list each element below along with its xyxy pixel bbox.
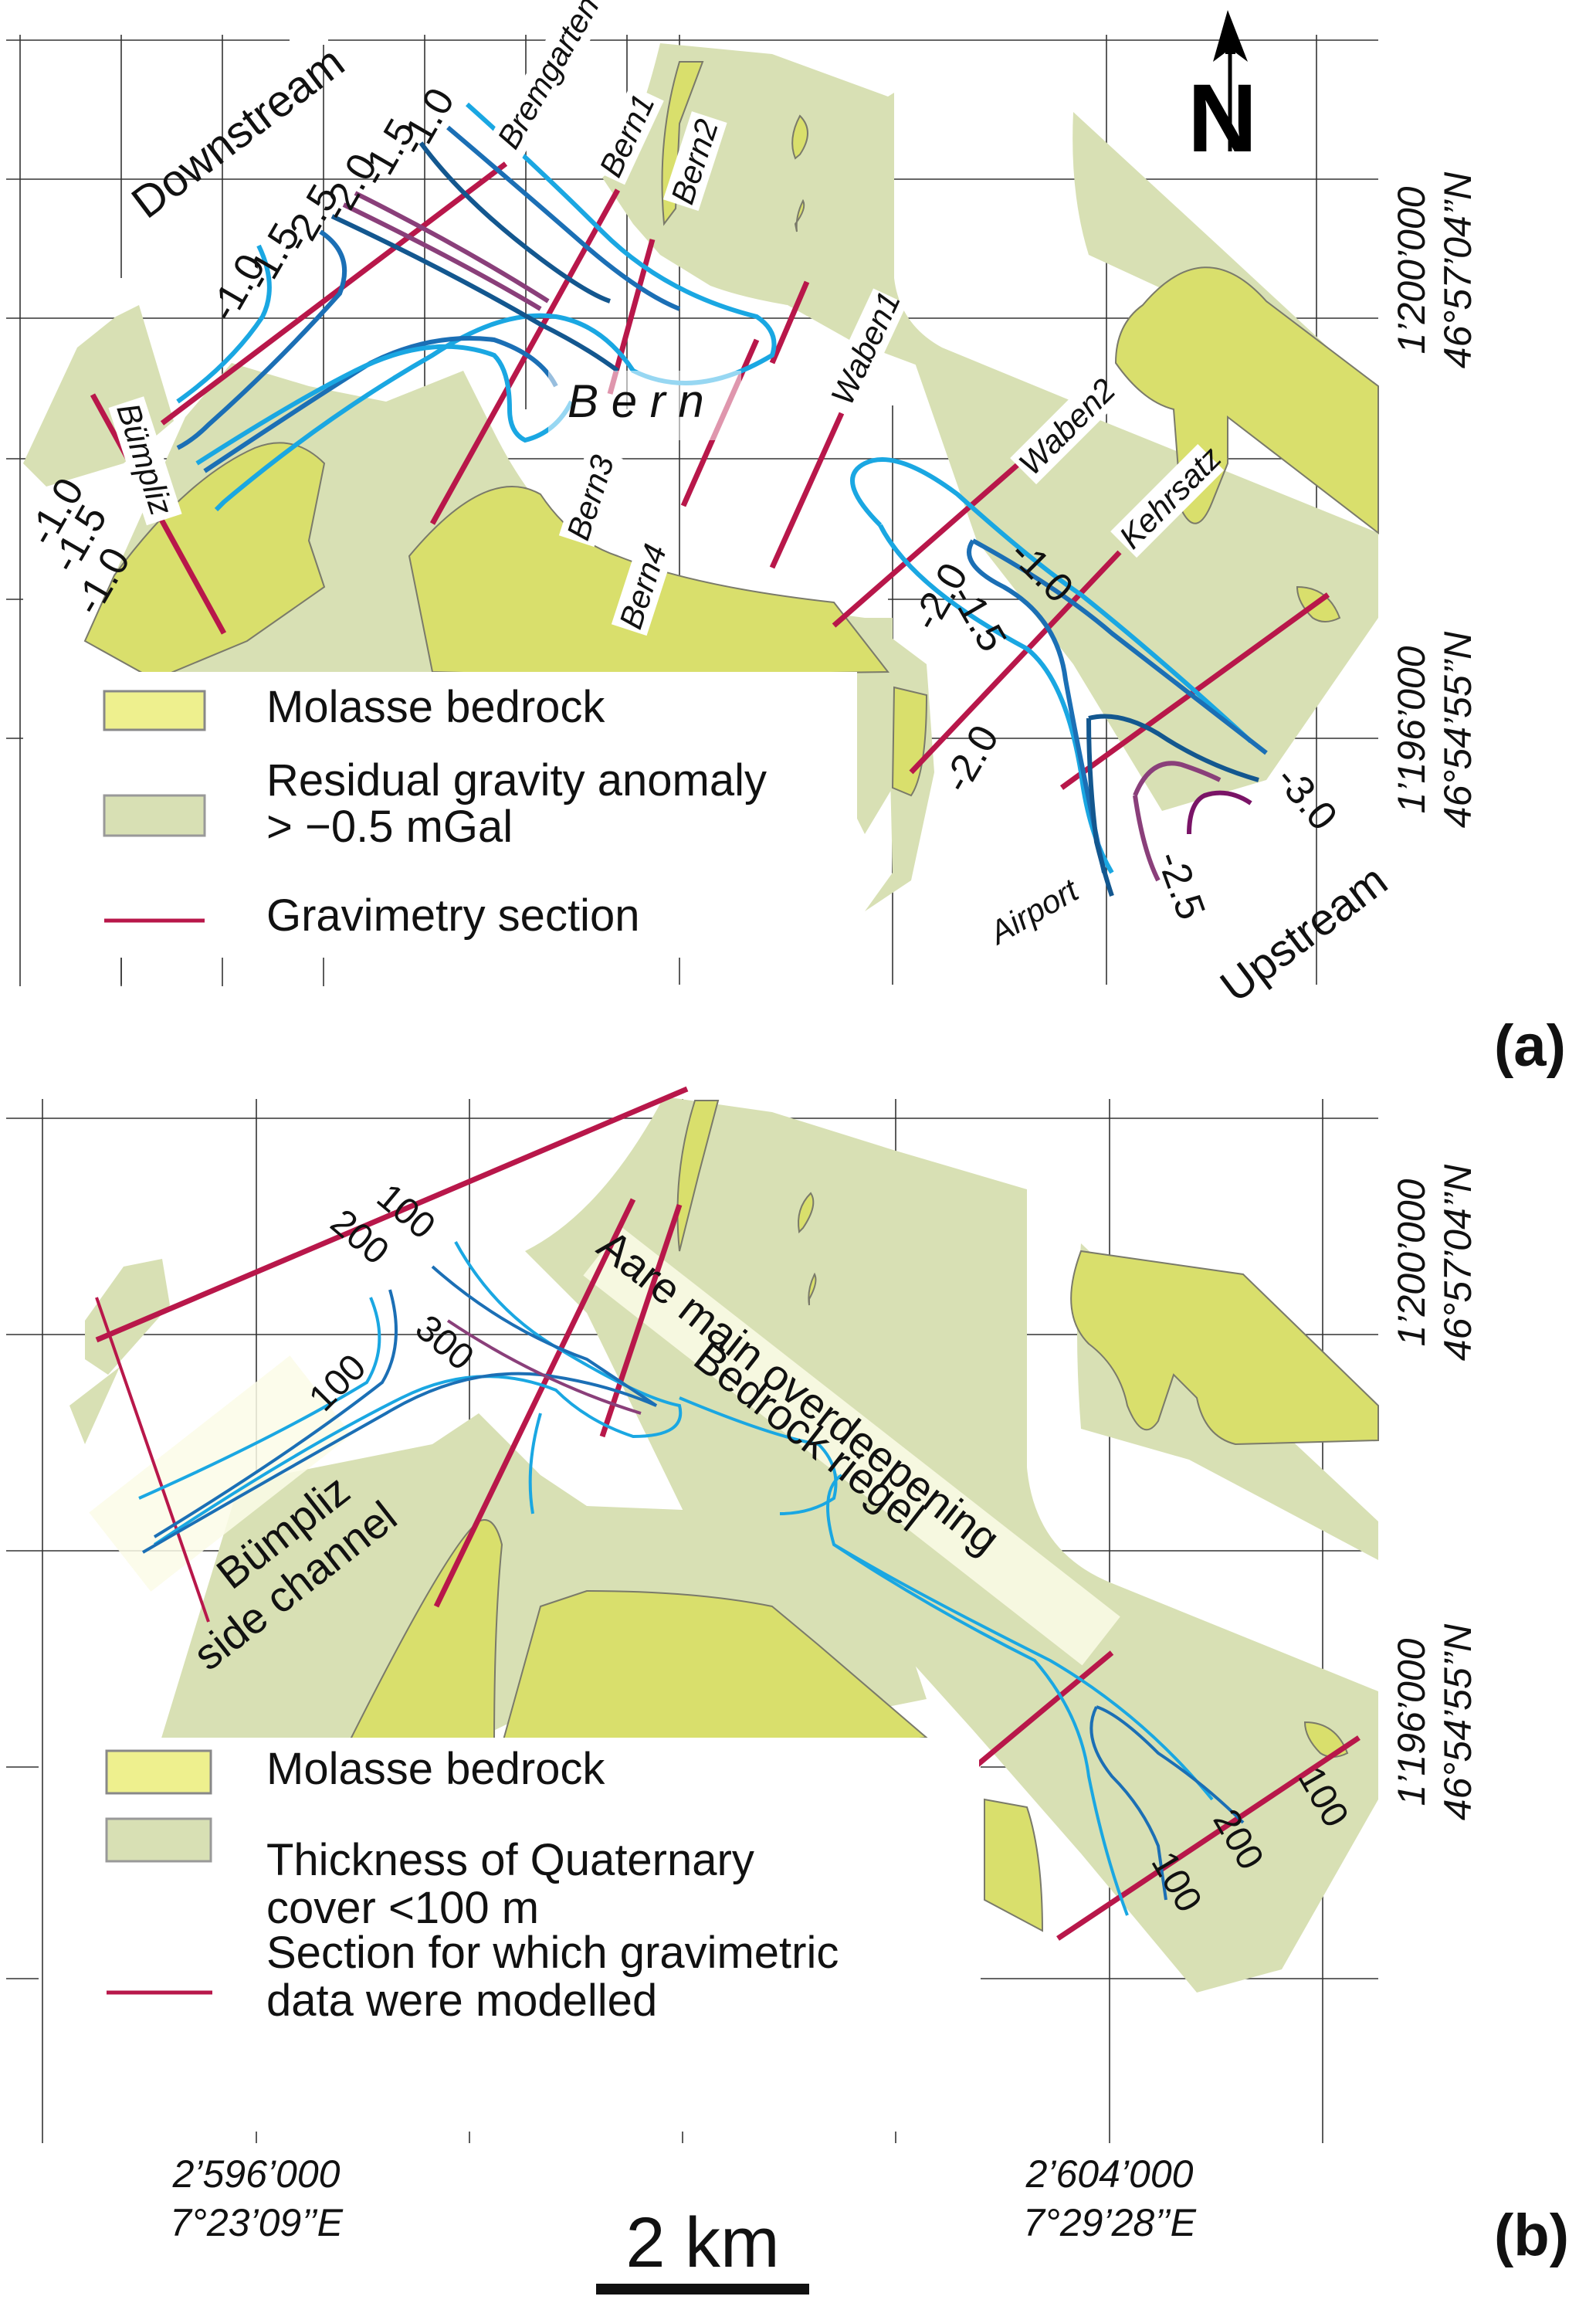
legend-swatch-anomaly [103, 794, 206, 837]
city-label-group: B e r n [548, 371, 741, 440]
x-coord-latlon: 7°23’09’’E [170, 2201, 344, 2244]
thickness-contours-b [138, 1241, 1245, 1916]
legend-label-section: Gravimetry section [266, 890, 639, 941]
legend-swatch-molasse [103, 690, 206, 731]
contour-label: 300 [408, 1308, 481, 1379]
y-coord-swiss: 1’200’000 [1390, 1179, 1433, 1346]
legend-swatch-molasse [105, 1749, 212, 1795]
section-waben1-upper [769, 280, 810, 365]
scale-bar-label: 2 km [625, 2203, 779, 2282]
legend-label-anomaly: Residual gravity anomaly [266, 755, 767, 806]
contour-label: -2.5 [1148, 845, 1214, 925]
y-coord-latlon: 46°57’04’’N [1436, 1164, 1479, 1361]
scale-bar-line [596, 2284, 809, 2295]
legend-b: Molasse bedrock Thickness of Quaternary … [45, 1738, 979, 2132]
section-waben1 [769, 412, 845, 569]
north-label: N [1188, 65, 1257, 172]
y-coord-swiss: 1’196’000 [1390, 646, 1433, 813]
panel-label-b: (b) [1494, 2203, 1569, 2268]
legend-label-quaternary: Thickness of Quaternary [266, 1835, 754, 1885]
north-arrow-icon [1213, 10, 1248, 62]
y-coord-latlon: 46°57’04’’N [1436, 171, 1479, 368]
contour-label: -3.0 [1267, 757, 1346, 839]
x-coord-swiss: 2’596’000 [172, 2152, 341, 2196]
panel-label-a: (a) [1494, 1013, 1566, 1079]
panel-b: Aare main overdeepening Bümpliz side cha… [6, 1086, 1569, 2295]
scale-bar: 2 km [596, 2203, 809, 2295]
y-coords-a: 1’200’000 46°57’04’’N 1’196’000 46°54’55… [1390, 171, 1479, 828]
upstream-label: Upstream [1211, 855, 1397, 1012]
section-label-bern3: Bern3 [560, 451, 621, 544]
legend-label-molasse: Molasse bedrock [266, 682, 605, 732]
y-coord-swiss: 1’196’000 [1390, 1638, 1433, 1806]
section-waben2 [832, 461, 1022, 628]
y-coord-latlon: 46°54’55’’N [1436, 631, 1479, 828]
x-coord-swiss: 2’604’000 [1025, 2152, 1194, 2196]
legend-label-molasse: Molasse bedrock [266, 1744, 605, 1794]
section-label-bremgarten: Bremgarten [490, 0, 606, 154]
legend-swatch-quaternary [105, 1817, 212, 1863]
legend-label-quaternary-2: cover <100 m [266, 1883, 539, 1933]
x-coord-latlon: 7°29’28’’E [1023, 2201, 1197, 2244]
y-coord-latlon: 46°54’55’’N [1436, 1623, 1479, 1820]
y-coord-swiss: 1’200’000 [1390, 186, 1433, 354]
legend-label-anomaly-2: > −0.5 mGal [266, 802, 513, 852]
legend-label-section-2: data were modelled [266, 1976, 657, 2026]
highlight-bands-b [89, 1226, 1120, 1666]
section-kehrsatz [909, 550, 1122, 775]
panel-a: Bremgarten Bern1 Bern2 Bern3 Bern4 Waben… [6, 0, 1566, 1079]
city-label-bern: B e r n [568, 375, 704, 427]
section-label-airport: Airport [981, 871, 1086, 952]
y-coords-b: 1’200’000 46°57’04’’N 1’196’000 46°54’55… [1390, 1164, 1479, 1820]
legend-a: Molasse bedrock Residual gravity anomaly… [23, 672, 857, 958]
north-arrow: N [1188, 10, 1257, 172]
molasse-areas-b [346, 1100, 1379, 1932]
gravimetry-sections-b [95, 1086, 1360, 1941]
x-coords: 2’596’000 7°23’09’’E 2’604’000 7°29’28’’… [170, 2152, 1197, 2244]
contour-label: -2.0 [934, 717, 1008, 800]
legend-label-section: Section for which gravimetric [266, 1928, 839, 1978]
